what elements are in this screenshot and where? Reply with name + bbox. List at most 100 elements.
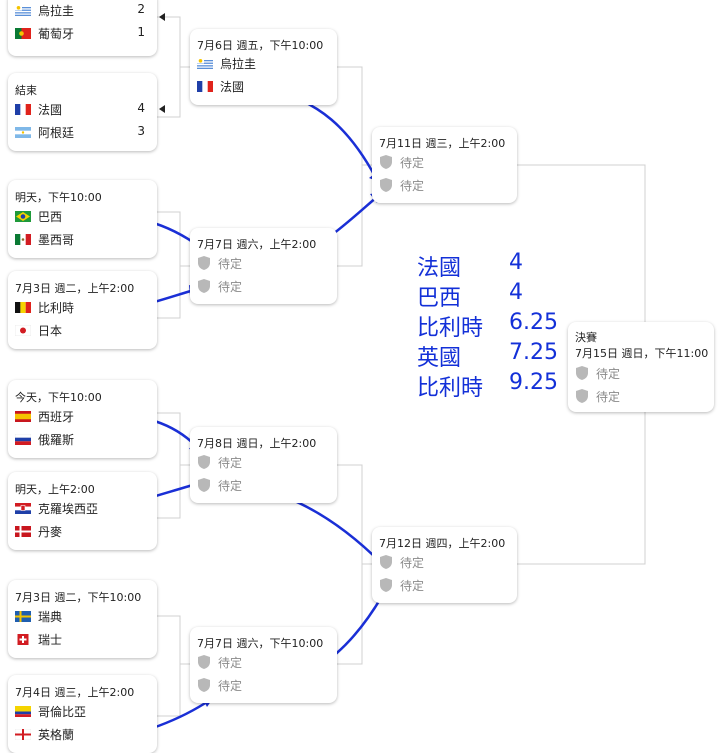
- team-row: 待定: [379, 153, 424, 171]
- belgium-flag-icon: [15, 301, 31, 313]
- match-card-quarterfinal-4[interactable]: 7月7日 週六，下午10:00 待定 待定: [190, 627, 337, 703]
- shield-placeholder-icon: [380, 555, 392, 569]
- team-name: 瑞士: [38, 632, 63, 647]
- team-row: 瑞典: [15, 607, 62, 625]
- team-name: 阿根廷: [38, 125, 75, 140]
- match-status: 7月6日 週五，下午10:00: [197, 39, 324, 52]
- team-name: 法國: [38, 102, 63, 117]
- team-name: 待定: [400, 178, 425, 193]
- team-row: 待定: [379, 576, 424, 594]
- annotation-team: 法國: [417, 256, 462, 281]
- team-row: 待定: [575, 364, 620, 382]
- annotation-value: 7.25: [509, 340, 558, 365]
- team-score: 1: [137, 25, 145, 39]
- match-status: 7月15日 週日，下午11:00: [575, 347, 709, 360]
- team-name: 克羅埃西亞: [38, 501, 99, 516]
- match-card-final[interactable]: 決賽 7月15日 週日，下午11:00 待定 待定: [568, 322, 714, 412]
- match-status: 7月3日 週二，下午10:00: [15, 591, 142, 604]
- team-name: 待定: [218, 256, 243, 271]
- mexico-flag-icon: [15, 233, 31, 245]
- annotation-value: 4: [509, 280, 523, 305]
- team-name: 法國: [220, 79, 245, 94]
- match-card-brazil-mexico[interactable]: 明天，下午10:00 巴西 墨西哥: [8, 180, 157, 258]
- team-row: 法國: [197, 77, 244, 95]
- shield-placeholder-icon: [380, 578, 392, 592]
- team-row: 墨西哥: [15, 230, 74, 248]
- team-row: 比利時: [15, 298, 74, 316]
- team-row: 克羅埃西亞: [15, 499, 98, 517]
- team-name: 待定: [218, 678, 243, 693]
- shield-placeholder-icon: [198, 478, 210, 492]
- shield-placeholder-icon: [576, 366, 588, 380]
- match-card-quarterfinal-1[interactable]: 7月6日 週五，下午10:00 烏拉圭 法國: [190, 29, 337, 105]
- team-name: 待定: [596, 389, 621, 404]
- team-name: 待定: [596, 366, 621, 381]
- match-status: 7月11日 週三，上午2:00: [379, 137, 506, 150]
- match-card-quarterfinal-2[interactable]: 7月7日 週六，上午2:00 待定 待定: [190, 228, 337, 304]
- team-name: 待定: [400, 155, 425, 170]
- match-status: 結束: [15, 84, 37, 97]
- denmark-flag-icon: [15, 525, 31, 537]
- match-card-quarterfinal-3[interactable]: 7月8日 週日，上午2:00 待定 待定: [190, 427, 337, 503]
- team-row: 丹麥: [15, 522, 62, 540]
- annotation-value: 9.25: [509, 370, 558, 395]
- match-status: 7月7日 週六，下午10:00: [197, 637, 324, 650]
- team-row: 烏拉圭: [15, 1, 74, 19]
- match-card-semifinal-2[interactable]: 7月12日 週四，上午2:00 待定 待定: [372, 527, 517, 603]
- team-name: 待定: [400, 555, 425, 570]
- winner-indicator-icon: [159, 105, 165, 113]
- colombia-flag-icon: [15, 705, 31, 717]
- match-status: 今天，下午10:00: [15, 391, 102, 404]
- team-row: 巴西: [15, 207, 62, 225]
- match-status: 明天，上午2:00: [15, 483, 95, 496]
- team-score: 2: [137, 2, 145, 16]
- shield-placeholder-icon: [198, 279, 210, 293]
- brazil-flag-icon: [15, 210, 31, 222]
- match-status: 7月7日 週六，上午2:00: [197, 238, 317, 251]
- croatia-flag-icon: [15, 502, 31, 514]
- match-card-spain-russia[interactable]: 今天，下午10:00 西班牙 俄羅斯: [8, 380, 157, 458]
- team-name: 英格蘭: [38, 727, 75, 742]
- match-card-uruguay-portugal[interactable]: 烏拉圭 2 葡萄牙 1: [8, 0, 157, 56]
- match-card-france-argentina[interactable]: 結束 法國 4 阿根廷 3: [8, 73, 157, 151]
- france-flag-icon: [197, 80, 213, 92]
- annotation-value: 4: [509, 250, 523, 275]
- shield-placeholder-icon: [198, 655, 210, 669]
- shield-placeholder-icon: [198, 256, 210, 270]
- team-row: 哥倫比亞: [15, 702, 86, 720]
- annotation-team: 巴西: [417, 286, 462, 311]
- match-status: 7月8日 週日，上午2:00: [197, 437, 317, 450]
- spain-flag-icon: [15, 410, 31, 422]
- team-row: 西班牙: [15, 407, 74, 425]
- annotation-team: 英國: [417, 346, 462, 371]
- winner-indicator-icon: [159, 13, 165, 21]
- france-flag-icon: [15, 103, 31, 115]
- team-name: 烏拉圭: [38, 3, 75, 18]
- team-row: 日本: [15, 321, 62, 339]
- team-name: 瑞典: [38, 609, 63, 624]
- team-name: 比利時: [38, 300, 75, 315]
- team-row: 待定: [197, 277, 242, 295]
- team-name: 巴西: [38, 209, 63, 224]
- annotation-team: 比利時: [417, 316, 484, 341]
- team-name: 西班牙: [38, 409, 75, 424]
- uruguay-flag-icon: [197, 57, 213, 69]
- shield-placeholder-icon: [380, 155, 392, 169]
- match-card-croatia-denmark[interactable]: 明天，上午2:00 克羅埃西亞 丹麥: [8, 472, 157, 550]
- match-card-belgium-japan[interactable]: 7月3日 週二，上午2:00 比利時 日本: [8, 271, 157, 349]
- uruguay-flag-icon: [15, 4, 31, 16]
- team-name: 待定: [218, 279, 243, 294]
- team-name: 哥倫比亞: [38, 704, 87, 719]
- match-card-semifinal-1[interactable]: 7月11日 週三，上午2:00 待定 待定: [372, 127, 517, 203]
- japan-flag-icon: [15, 324, 31, 336]
- annotation-team: 比利時: [417, 376, 484, 401]
- team-row: 待定: [575, 387, 620, 405]
- team-name: 待定: [218, 655, 243, 670]
- team-row: 待定: [197, 476, 242, 494]
- match-card-colombia-england[interactable]: 7月4日 週三，上午2:00 哥倫比亞 英格蘭: [8, 675, 157, 753]
- team-name: 烏拉圭: [220, 56, 257, 71]
- team-row: 阿根廷: [15, 123, 74, 141]
- match-card-sweden-switzerland[interactable]: 7月3日 週二，下午10:00 瑞典 瑞士: [8, 580, 157, 658]
- england-flag-icon: [15, 728, 31, 740]
- team-row: 葡萄牙: [15, 24, 74, 42]
